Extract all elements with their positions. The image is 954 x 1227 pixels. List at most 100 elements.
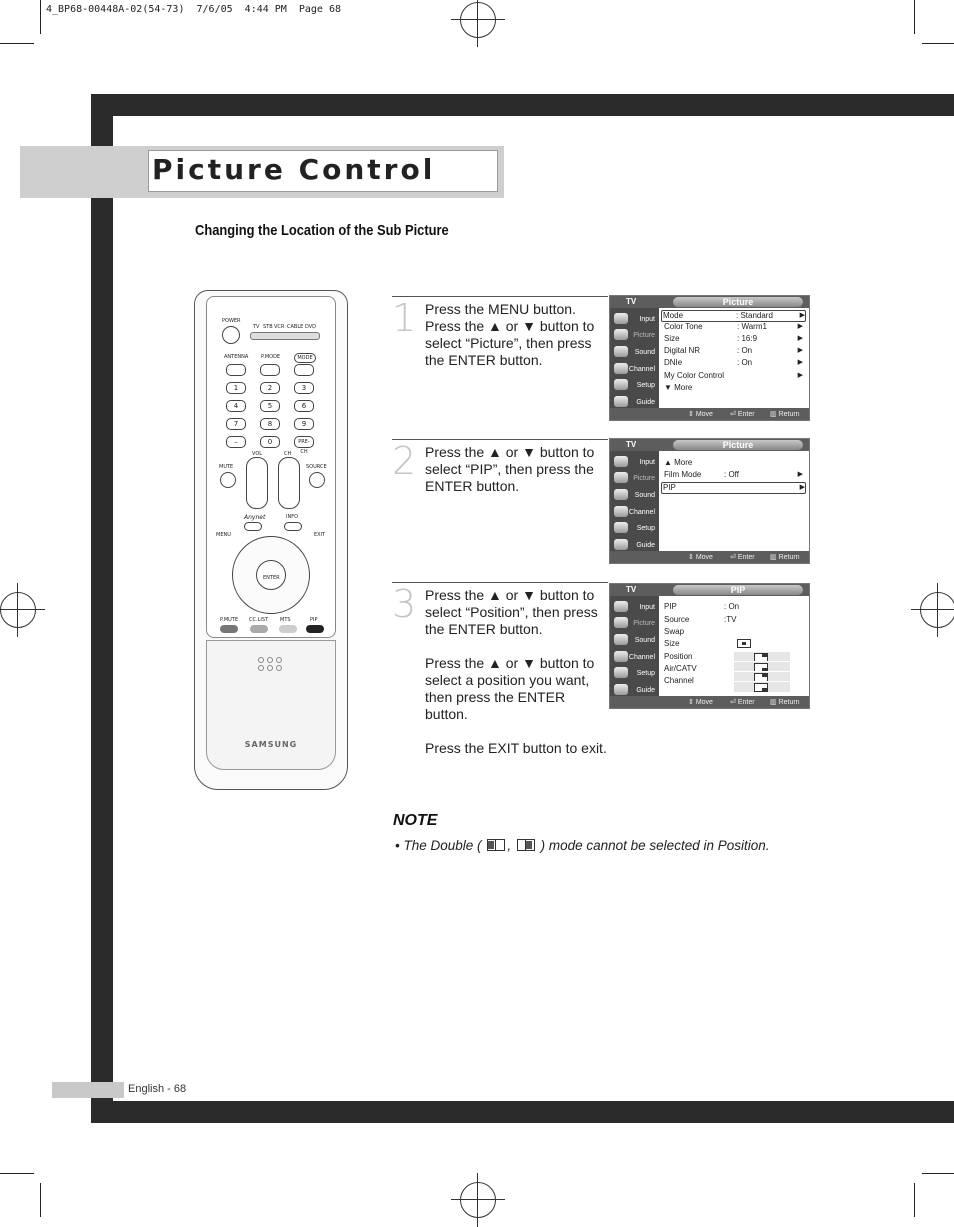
registration-mark: [451, 1173, 505, 1227]
osd-row-value: : 16:9: [737, 334, 758, 343]
note-separator: ,: [507, 838, 512, 853]
digit-7-button: 7: [226, 418, 246, 430]
mode-label-vcr: VCR: [274, 324, 285, 330]
osd-enter-hint: ⏎ Enter: [730, 699, 755, 706]
digit-4-button: 4: [226, 400, 246, 412]
registration-mark: [911, 583, 954, 637]
sound-icon: [614, 634, 628, 645]
osd-row-label: Size: [664, 334, 680, 343]
ch-label: CH: [284, 451, 292, 457]
osd-sidebar-label: Input: [639, 316, 655, 323]
page-title: Picture Control: [152, 153, 436, 186]
right-arrow-icon: ▶: [797, 471, 803, 478]
pmode-button: [260, 364, 280, 376]
osd-sidebar-label: Sound: [634, 637, 655, 644]
osd-title: Picture: [722, 440, 754, 450]
osd-row-value: : Off: [724, 470, 739, 479]
osd-menu-list: PIP: On Source:TV Swap Size Position Air…: [660, 596, 809, 697]
osd-sidebar-guide: Guide: [612, 538, 657, 553]
osd-sidebar-label: Guide: [636, 687, 655, 694]
osd-row-pip: PIP: On: [663, 601, 803, 613]
mode-indicator-bar: [250, 332, 320, 340]
digit-1-button: 1: [226, 382, 246, 394]
vol-label: VOL: [252, 451, 263, 457]
channel-icon: [614, 363, 628, 374]
mode-label-tv: TV: [253, 324, 260, 330]
osd-bottom-bar: ⇕ Move ⏎ Enter ▥ Return: [610, 696, 809, 708]
osd-sidebar-setup: Setup: [612, 521, 657, 536]
cclist-button: [250, 625, 268, 633]
osd-row-size: Size: [663, 638, 803, 650]
osd-title: Picture: [722, 297, 754, 307]
osd-row-air-catv: Air/CATV: [663, 663, 803, 675]
footer-tab: [52, 1082, 124, 1098]
crop-mark: [922, 1173, 954, 1174]
step-2-paragraph: Press the ▲ or ▼ button to select “PIP”,…: [425, 444, 595, 494]
print-header: 4_BP68-00448A-02(54-73) 7/6/05 4:44 PM P…: [46, 4, 342, 15]
osd-row-more: ▲ More: [663, 457, 803, 469]
osd-row-source: Source:TV: [663, 614, 803, 626]
osd-menu-list: ▲ More Film Mode: Off▶ PIP▶: [660, 451, 809, 552]
osd-title-bar: [673, 440, 803, 450]
picture-icon: [614, 329, 628, 340]
osd-sidebar-sound: Sound: [612, 345, 657, 360]
osd-row-label: Mode: [663, 311, 684, 320]
step-2-text: Press the ▲ or ▼ button to select “PIP”,…: [425, 444, 607, 512]
osd-sidebar-sound: Sound: [612, 488, 657, 503]
mute-label: MUTE: [219, 464, 234, 470]
guide-icon: [614, 396, 628, 407]
osd-row-label: Digital NR: [664, 346, 701, 355]
osd-tv-label: TV: [626, 440, 637, 449]
osd-sidebar-guide: Guide: [612, 395, 657, 410]
osd-return-hint: ▥ Return: [770, 411, 800, 418]
input-icon: [614, 313, 628, 324]
mts-button: [279, 625, 297, 633]
osd-sidebar-input: Input: [612, 312, 657, 327]
cclist-label: CC.LIST: [249, 617, 269, 623]
setup-icon: [614, 667, 628, 678]
osd-row-position: Position: [663, 651, 803, 663]
picture-icon: [614, 617, 628, 628]
digit-0-button: 0: [260, 436, 280, 448]
pmode-label: P.MODE: [261, 354, 281, 360]
digit-8-button: 8: [260, 418, 280, 430]
prech-button: PRE-CH: [294, 436, 314, 455]
channel-rocker: [278, 457, 300, 509]
osd-sidebar-channel: Channel: [612, 650, 657, 665]
note-bullet: •: [395, 838, 400, 853]
anynet-button: [244, 522, 262, 531]
osd-sidebar-label: Setup: [636, 670, 655, 677]
right-arrow-icon: ▶: [797, 359, 803, 366]
digit-2-button: 2: [260, 382, 280, 394]
mute-button: [220, 472, 236, 488]
osd-row-label: DNIe: [664, 358, 683, 367]
osd-move-hint: ⇕ Move: [688, 411, 713, 418]
pip-button: [306, 625, 324, 633]
osd-bottom-bar: ⇕ Move ⏎ Enter ▥ Return: [610, 551, 809, 563]
step-3-paragraph-2: Press the ▲ or ▼ button to select a posi…: [425, 655, 595, 722]
crop-mark: [0, 1173, 34, 1174]
pip-size-icon: [737, 639, 751, 648]
osd-row-label: Color Tone: [664, 322, 703, 331]
note-title: NOTE: [393, 812, 438, 829]
osd-row-value: : Standard: [736, 311, 773, 320]
crop-mark: [922, 43, 954, 44]
pip-label: PIP: [310, 617, 318, 623]
osd-sidebar-picture: Picture: [612, 471, 657, 486]
osd-sidebar-label: Channel: [628, 509, 655, 516]
osd-row-label: Swap: [664, 627, 685, 636]
setup-icon: [614, 379, 628, 390]
right-arrow-icon: ▶: [799, 484, 805, 491]
osd-sidebar: Input Picture Sound Channel Setup Guide: [610, 308, 659, 409]
page-frame-left: [91, 94, 113, 1123]
osd-sidebar-input: Input: [612, 600, 657, 615]
step-3-rule: [392, 582, 608, 583]
osd-sidebar-input: Input: [612, 455, 657, 470]
osd-row-color-tone: Color Tone: Warm1▶: [663, 321, 803, 333]
crop-mark: [914, 1183, 915, 1217]
input-icon: [614, 456, 628, 467]
step-1-text: Press the MENU button. Press the ▲ or ▼ …: [425, 301, 607, 386]
note-text-after: ) mode cannot be selected in Position.: [540, 838, 770, 853]
remote-lower-cover: [206, 640, 336, 770]
section-heading: Changing the Location of the Sub Picture: [195, 222, 449, 239]
